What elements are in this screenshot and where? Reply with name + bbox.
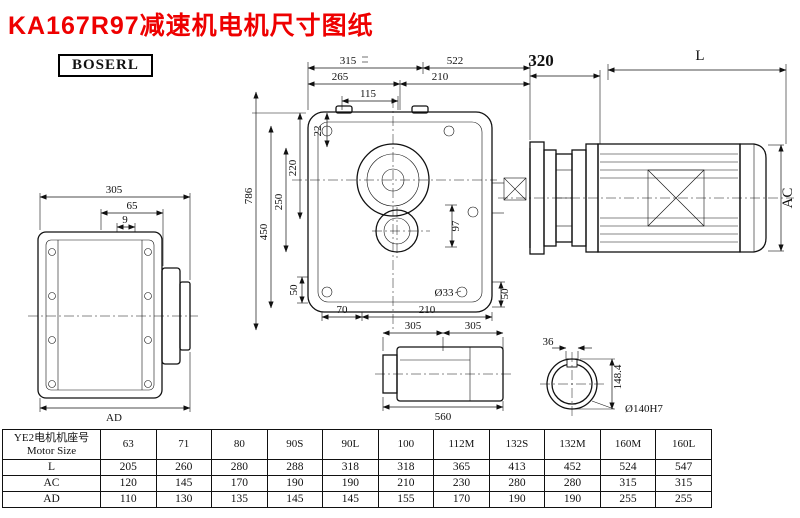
dim-side-ad: AD <box>106 412 122 424</box>
gearbox-side-outline <box>37 231 163 399</box>
table-header-size: 63 <box>100 429 157 460</box>
table-cell: 280 <box>488 475 546 492</box>
dim-bore-148: 148.4 <box>612 364 624 389</box>
table-cell: 170 <box>211 475 268 492</box>
table-cell: 230 <box>433 475 490 492</box>
table-cell: 318 <box>322 459 379 476</box>
shaft-view: 305 305 560 <box>375 320 512 423</box>
table-cell: 315 <box>655 475 712 492</box>
dim-front-50-right: 50 <box>499 288 511 300</box>
page-title: KA167R97减速机电机尺寸图纸 <box>8 12 374 40</box>
table-cell: 190 <box>544 491 601 508</box>
front-view: 315 522 265 210 115 22 220 250 450 786 <box>243 55 531 332</box>
dim-front-786: 786 <box>243 187 255 204</box>
table-row: AD 110 130 135 145 145 155 170 190 190 2… <box>2 491 712 508</box>
dim-front-50-left: 50 <box>288 284 300 296</box>
dim-motor-AC: AC <box>780 188 796 209</box>
fan-cowl <box>739 143 767 253</box>
table-header-en: Motor Size <box>26 444 77 457</box>
dim-shaft-560: 560 <box>435 411 452 423</box>
dim-front-265: 265 <box>332 71 349 83</box>
dim-motor-320: 320 <box>528 51 554 70</box>
table-header-size: 112M <box>433 429 490 460</box>
dim-bore-36: 36 <box>543 336 555 348</box>
gearbox-front-outline <box>307 111 493 313</box>
dim-shaft-305b: 305 <box>465 320 482 332</box>
table-header-cn: YE2电机机座号 <box>13 431 90 444</box>
table-cell: 280 <box>544 475 601 492</box>
motor-size-table: YE2电机机座号 Motor Size 63 71 80 90S 90L 100… <box>2 429 712 508</box>
dim-bore-d140: Ø140H7 <box>625 403 663 415</box>
technical-drawing: 305 65 9 A <box>28 48 796 424</box>
table-header-size: 132S <box>488 429 546 460</box>
table-cell: 205 <box>100 459 157 476</box>
table-row: L 205 260 280 288 318 318 365 413 452 52… <box>2 459 712 476</box>
dim-front-210-top: 210 <box>432 71 449 83</box>
table-cell: 120 <box>100 475 157 492</box>
table-cell: 255 <box>655 491 712 508</box>
row-label-AC: AC <box>2 475 101 492</box>
table-cell: 524 <box>599 459 657 476</box>
dim-front-220: 220 <box>287 159 299 176</box>
table-cell: 135 <box>211 491 268 508</box>
table-cell: 155 <box>377 491 435 508</box>
dim-shaft-305a: 305 <box>405 320 422 332</box>
table-cell: 280 <box>211 459 268 476</box>
table-cell: 145 <box>155 475 213 492</box>
dim-side-65: 65 <box>127 200 139 212</box>
table-cell: 318 <box>377 459 435 476</box>
dim-front-97: 97 <box>450 220 462 232</box>
table-cell: 190 <box>322 475 379 492</box>
table-header-size: 90S <box>266 429 324 460</box>
dim-front-250: 250 <box>273 193 285 210</box>
dim-front-315: 315 <box>340 55 357 67</box>
table-cell: 260 <box>155 459 213 476</box>
table-cell: 145 <box>266 491 324 508</box>
table-cell: 130 <box>155 491 213 508</box>
dim-front-450: 450 <box>258 223 270 240</box>
dim-front-115: 115 <box>360 88 377 100</box>
table-cell: 110 <box>100 491 157 508</box>
table-cell: 210 <box>377 475 435 492</box>
motor-view: 320 L <box>492 48 796 255</box>
table-header-size: 90L <box>322 429 379 460</box>
brand-logo: BOSERL <box>58 54 153 77</box>
table-cell: 255 <box>599 491 657 508</box>
table-cell: 190 <box>266 475 324 492</box>
dim-motor-L: L <box>695 48 704 64</box>
table-cell: 190 <box>488 491 546 508</box>
table-cell: 365 <box>433 459 490 476</box>
table-cell: 452 <box>544 459 601 476</box>
dim-front-70: 70 <box>337 304 349 316</box>
bore-view: 36 148.4 Ø140H7 <box>540 336 663 418</box>
row-label-L: L <box>2 459 101 476</box>
row-label-AD: AD <box>2 491 101 508</box>
dim-front-210-bottom: 210 <box>419 304 436 316</box>
table-header-size: 160L <box>655 429 712 460</box>
dim-front-d33: Ø33 <box>435 287 454 299</box>
table-header-size: 71 <box>155 429 213 460</box>
table-header-size: 160M <box>599 429 657 460</box>
table-header-size: 100 <box>377 429 435 460</box>
table-cell: 145 <box>322 491 379 508</box>
table-cell: 315 <box>599 475 657 492</box>
table-cell: 547 <box>655 459 712 476</box>
dim-side-9: 9 <box>122 214 128 226</box>
table-cell: 413 <box>488 459 546 476</box>
dim-front-522: 522 <box>447 55 464 67</box>
dim-side-width: 305 <box>106 184 123 196</box>
table-row: AC 120 145 170 190 190 210 230 280 280 3… <box>2 475 712 492</box>
table-header-size: 80 <box>211 429 268 460</box>
table-cell: 170 <box>433 491 490 508</box>
table-header-size: 132M <box>544 429 601 460</box>
table-cell: 288 <box>266 459 324 476</box>
table-header-motor-size: YE2电机机座号 Motor Size <box>2 429 101 460</box>
side-view: 305 65 9 A <box>28 184 198 424</box>
